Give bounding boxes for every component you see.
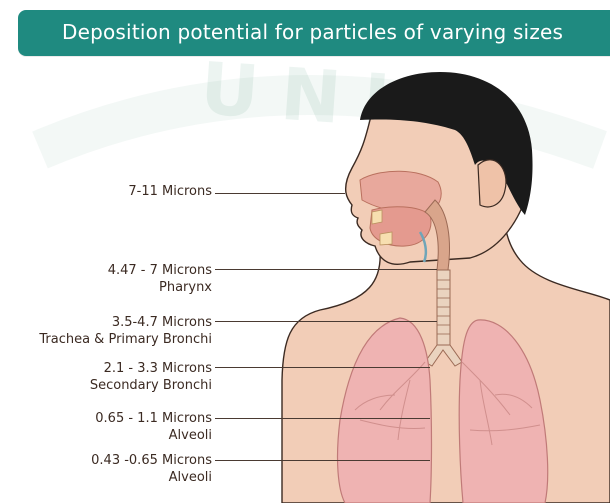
leader-alveoli-2: [215, 460, 430, 461]
leader-pharynx: [215, 269, 437, 270]
label-nasal: 7-11 Microns: [128, 183, 212, 200]
label-alveoli-2-size: 0.43 -0.65 Microns: [91, 452, 212, 469]
label-pharynx-size: 4.47 - 7 Microns: [108, 262, 212, 279]
teeth-upper: [372, 210, 382, 224]
label-alveoli-2-region: Alveoli: [91, 469, 212, 486]
leader-secondary: [215, 367, 430, 368]
title-banner: Deposition potential for particles of va…: [18, 10, 610, 56]
leader-alveoli-1: [215, 418, 430, 419]
label-alveoli-1-size: 0.65 - 1.1 Microns: [95, 410, 212, 427]
label-pharynx: 4.47 - 7 Microns Pharynx: [108, 262, 212, 296]
label-alveoli-1-region: Alveoli: [95, 427, 212, 444]
label-trachea-size: 3.5-4.7 Microns: [39, 314, 212, 331]
label-alveoli-1: 0.65 - 1.1 Microns Alveoli: [95, 410, 212, 444]
leader-trachea: [215, 321, 437, 322]
label-trachea-region: Trachea & Primary Bronchi: [39, 331, 212, 348]
label-secondary-size: 2.1 - 3.3 Microns: [90, 360, 212, 377]
label-trachea: 3.5-4.7 Microns Trachea & Primary Bronch…: [39, 314, 212, 348]
label-secondary-region: Secondary Bronchi: [90, 377, 212, 394]
teeth-lower: [380, 232, 392, 245]
label-pharynx-region: Pharynx: [108, 279, 212, 296]
page-title: Deposition potential for particles of va…: [62, 20, 563, 44]
label-secondary-bronchi: 2.1 - 3.3 Microns Secondary Bronchi: [90, 360, 212, 394]
leader-nasal: [215, 193, 345, 194]
label-nasal-size: 7-11 Microns: [128, 183, 212, 200]
label-alveoli-2: 0.43 -0.65 Microns Alveoli: [91, 452, 212, 486]
